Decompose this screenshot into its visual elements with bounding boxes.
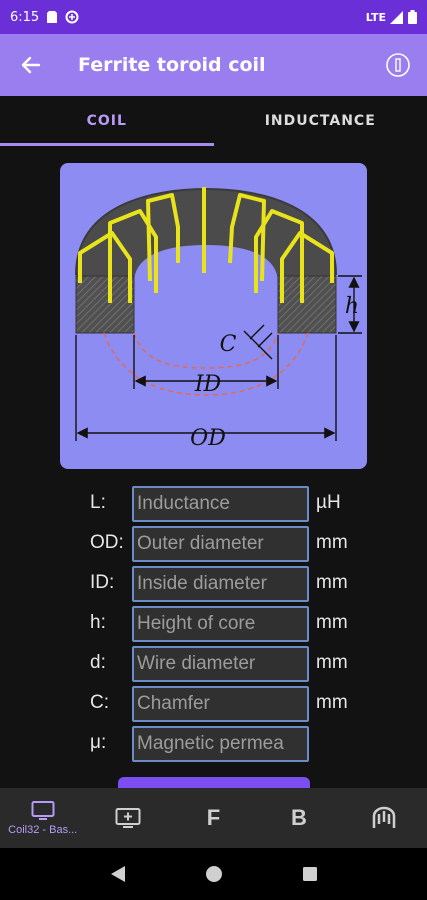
inductance-label: L: [90,492,106,513]
nav-item-f[interactable]: F [171,788,256,848]
tab-inductance[interactable]: INDUCTANCE [264,113,376,129]
data-saver-icon [65,10,79,24]
outer-diameter-label: OD: [90,532,124,553]
nav-label-coil32: Coil32 - Bas... [8,824,78,836]
chamfer-label-text: C: [90,692,109,713]
home-circle-icon[interactable] [205,865,223,883]
coil-icon [373,806,396,828]
outer-diameter-input[interactable] [132,526,309,562]
system-navigation-bar [0,848,427,900]
sim-card-icon [47,11,58,23]
permeability-input[interactable] [132,726,309,762]
signal-icon [390,10,403,24]
page-title: Ferrite toroid coil [78,54,266,76]
chamfer-input[interactable] [132,686,309,722]
calculate-button[interactable] [118,777,310,791]
height-label: h: [90,612,106,633]
letter-b-icon: B [290,805,307,830]
wire-diameter-input[interactable] [132,646,309,682]
back-button[interactable] [0,34,62,96]
bottom-navigation: Coil32 - Bas... F B [0,788,427,848]
inside-diameter-unit: mm [316,572,348,593]
status-bar: 6:15 LTE [0,0,427,34]
inside-diameter-input[interactable] [132,566,309,602]
nav-item-coil[interactable] [342,788,427,848]
chamfer-label: C [220,332,237,357]
tab-coil[interactable]: COIL [0,96,214,146]
height-unit: mm [316,612,348,633]
permeability-label: μ: [90,732,107,753]
nav-item-add-screen[interactable] [85,788,170,848]
row-chamfer: C: mm [0,686,427,722]
row-inductance: L: µH [0,486,427,522]
od-label: OD [190,426,226,451]
back-triangle-icon[interactable] [110,865,126,883]
chamfer-unit: mm [316,692,348,713]
toroid-illustration: OD ID C h [75,187,362,451]
inductance-input[interactable] [132,486,309,522]
height-input[interactable] [132,606,309,642]
row-wire-diameter: d: mm [0,646,427,682]
inside-diameter-label: ID: [90,572,115,593]
add-screen-icon [115,808,141,828]
row-inside-diameter: ID: mm [0,566,427,602]
battery-icon [408,10,417,24]
monitor-icon [31,801,55,820]
outer-diameter-unit: mm [316,532,348,553]
row-height: h: mm [0,606,427,642]
recents-square-icon[interactable] [302,866,318,882]
toroid-diagram: OD ID C h [60,163,367,469]
height-label: h [345,294,359,319]
nav-item-coil32[interactable]: Coil32 - Bas... [0,788,85,848]
app-bar: Ferrite toroid coil [0,34,427,96]
info-button[interactable] [385,52,411,78]
row-outer-diameter: OD: mm [0,526,427,562]
id-label: ID [194,372,222,397]
arrow-back-icon [21,56,41,74]
nav-item-b[interactable]: B [256,788,341,848]
tab-bar: COIL INDUCTANCE [0,96,427,146]
status-time: 6:15 [10,9,40,25]
letter-f-icon: F [206,805,221,830]
info-icon [386,53,410,77]
wire-diameter-unit: mm [316,652,348,673]
network-type: LTE [365,10,386,24]
inductance-unit: µH [316,492,341,513]
wire-diameter-label: d: [90,652,106,673]
row-permeability: μ: [0,726,427,762]
